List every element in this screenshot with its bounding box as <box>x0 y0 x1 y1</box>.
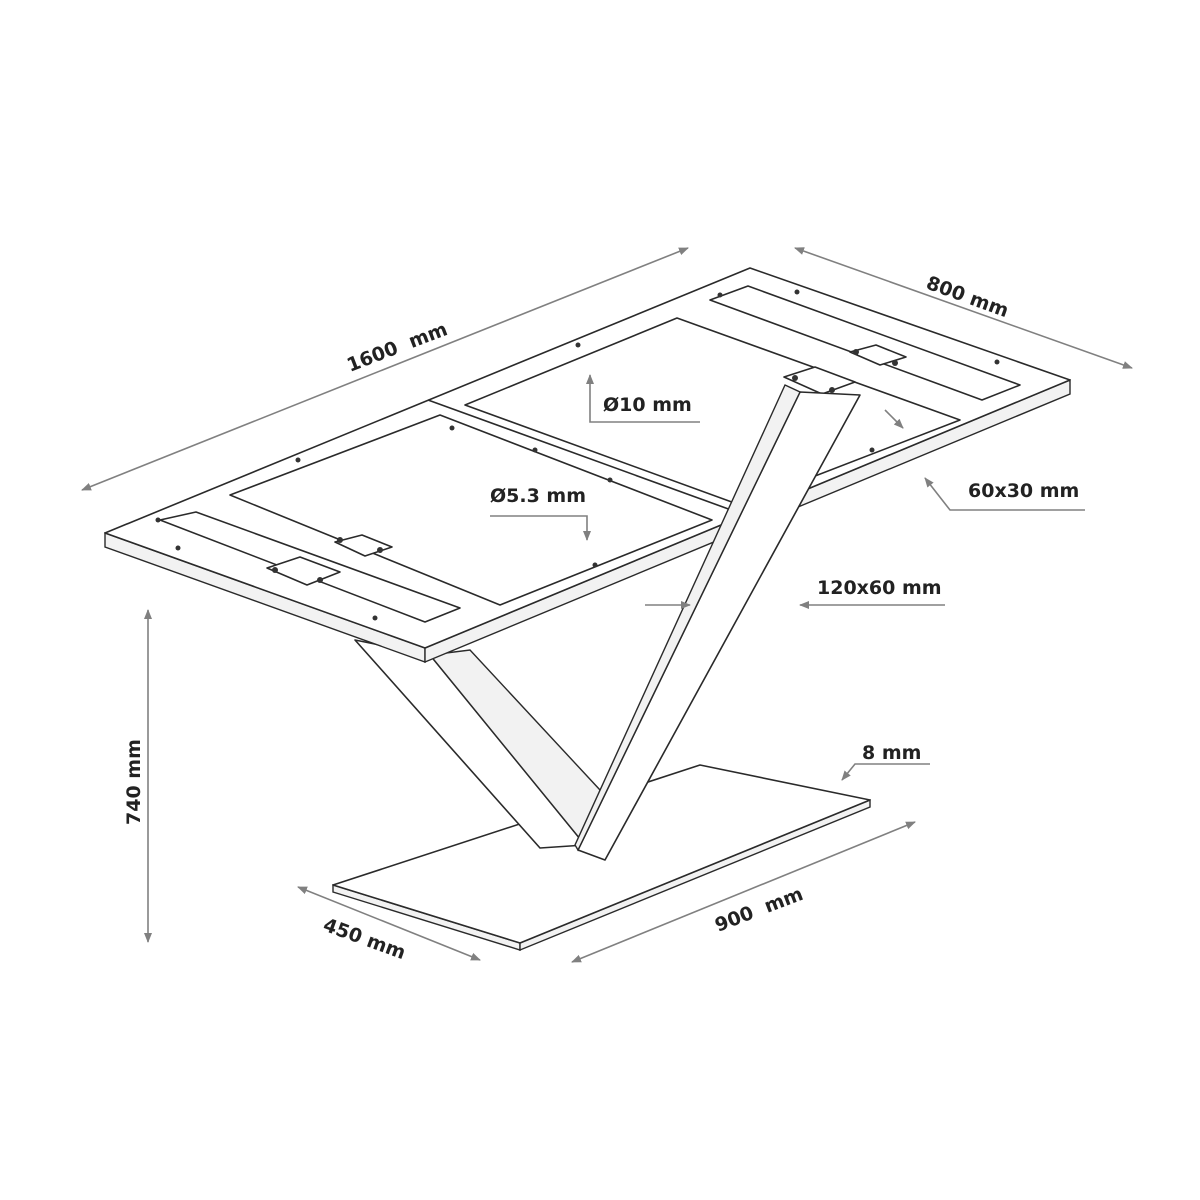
frame-profile-label: 60x30 mm <box>968 480 1079 502</box>
hole-large-label: Ø10 mm <box>603 394 692 416</box>
top-width-label: 800 mm <box>923 272 1011 322</box>
base-length-label: 900 mm <box>712 883 806 937</box>
height-label: 740 mm <box>123 739 145 825</box>
base-width-label: 450 mm <box>320 914 408 964</box>
leg-profile-label: 120x60 mm <box>817 577 942 599</box>
plate-thickness-label: 8 mm <box>862 742 921 764</box>
hole-small-label: Ø5.3 mm <box>490 485 586 507</box>
rear-leg <box>354 639 601 849</box>
front-leg <box>574 384 861 861</box>
top-length-label: 1600 mm <box>344 318 451 376</box>
top-frame <box>104 267 1071 664</box>
dimension-lines <box>81 247 1133 963</box>
